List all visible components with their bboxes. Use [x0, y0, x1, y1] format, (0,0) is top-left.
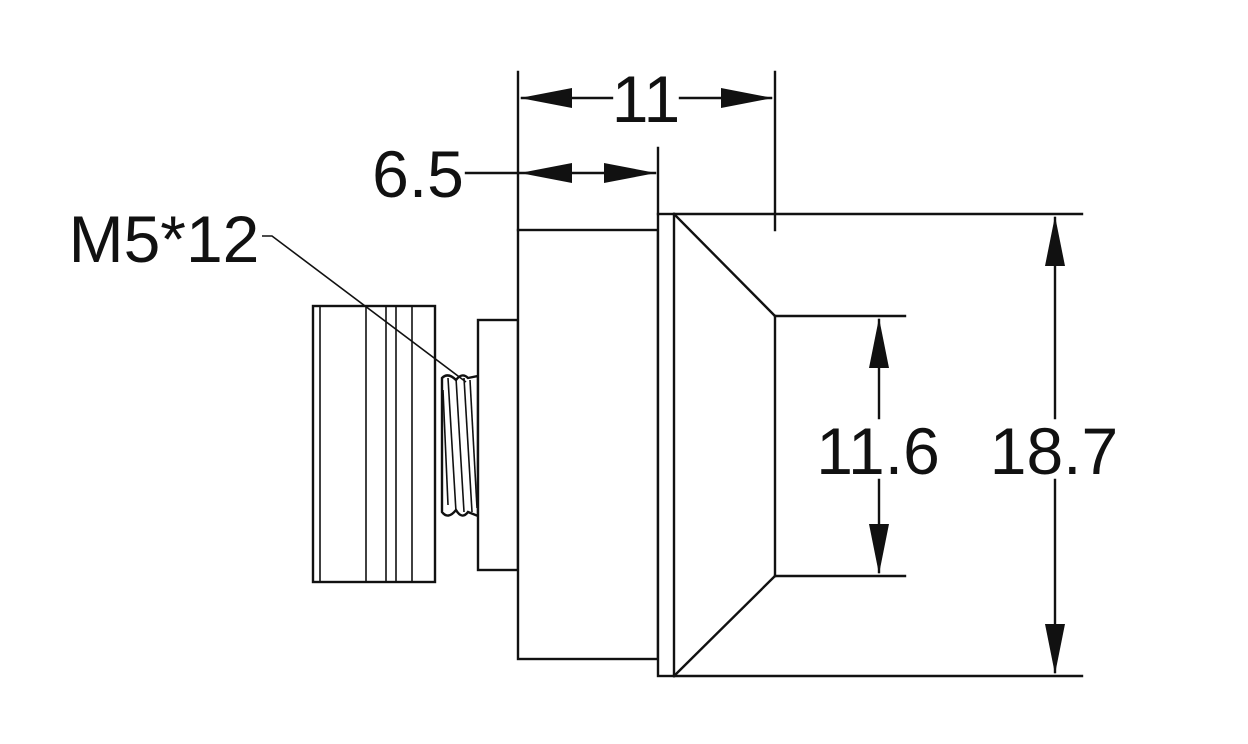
- outer-diameter-label: 18.7: [990, 414, 1118, 488]
- threaded-stud: [440, 374, 480, 518]
- dim-arrow: [604, 163, 656, 183]
- dim-arrow: [869, 318, 889, 368]
- hub: [476, 318, 520, 572]
- overall-length-dimension: 11: [520, 62, 773, 136]
- flange-length-dimension: 6.5: [372, 137, 657, 211]
- thread-callout: M5*12: [69, 202, 467, 383]
- extension-lines: [516, 70, 777, 232]
- dim-arrow: [520, 163, 572, 183]
- main-body: [516, 228, 660, 661]
- dim-arrow: [721, 88, 773, 108]
- dim-arrow: [1045, 216, 1065, 266]
- flange-length-label: 6.5: [372, 137, 464, 211]
- inner-diameter-dimension: 11.6: [816, 318, 940, 574]
- outer-diameter-dimension: 18.7: [990, 216, 1118, 674]
- dim-arrow: [520, 88, 572, 108]
- dim-arrow: [869, 524, 889, 574]
- inner-diameter-label: 11.6: [816, 414, 940, 488]
- dim-arrow: [1045, 624, 1065, 674]
- overall-length-label: 11: [612, 62, 681, 136]
- thread-spec-label: M5*12: [69, 202, 260, 276]
- end-cap: [311, 304, 437, 584]
- flange-ring: [656, 212, 676, 678]
- lens-cone: [672, 212, 1084, 678]
